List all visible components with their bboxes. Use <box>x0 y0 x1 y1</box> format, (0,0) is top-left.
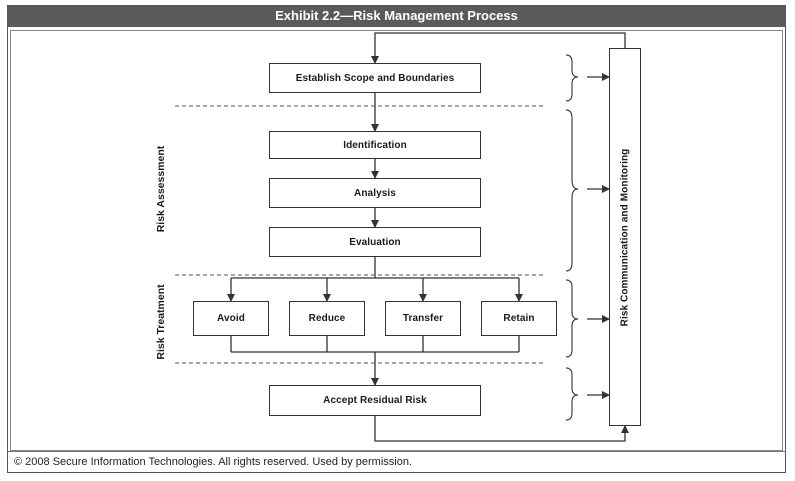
copyright-text: © 2008 Secure Information Technologies. … <box>14 456 412 468</box>
brace-treatment <box>565 279 579 358</box>
treatment-reduce-box: Reduce <box>289 301 365 336</box>
evaluation-box: Evaluation <box>269 227 481 257</box>
risk-assessment-label: Risk Assessment <box>155 145 167 233</box>
treatment-avoid-box: Avoid <box>193 301 269 336</box>
brace-residual <box>565 367 579 421</box>
diagram-area <box>10 30 783 451</box>
brace-assessment <box>565 109 579 272</box>
footer-divider <box>7 451 786 452</box>
monitoring-label: Risk Communication and Monitoring <box>619 148 631 326</box>
scope-box: Establish Scope and Boundaries <box>269 63 481 93</box>
monitoring-box: Risk Communication and Monitoring <box>609 48 641 426</box>
residual-risk-box: Accept Residual Risk <box>269 385 481 416</box>
feedback-arrow-bottom <box>374 416 629 442</box>
brace-scope <box>565 54 579 102</box>
analysis-box: Analysis <box>269 178 481 208</box>
exhibit-title: Exhibit 2.2—Risk Management Process <box>7 5 786 27</box>
treatment-transfer-box: Transfer <box>385 301 461 336</box>
identification-box: Identification <box>269 131 481 159</box>
risk-treatment-label: Risk Treatment <box>155 284 167 360</box>
treatment-retain-box: Retain <box>481 301 557 336</box>
feedback-arrow-top <box>371 32 626 64</box>
